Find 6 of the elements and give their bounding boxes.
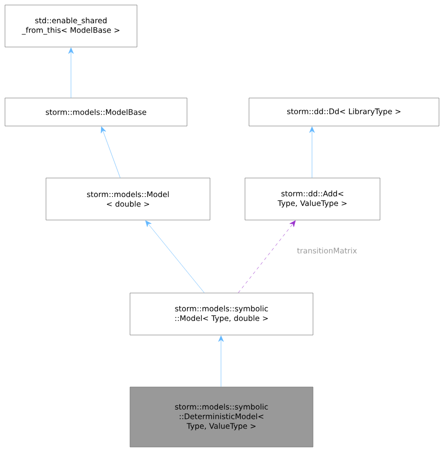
arrow [238, 220, 296, 293]
arrow [145, 220, 204, 293]
arrow [309, 126, 315, 178]
arrow [100, 126, 120, 178]
arrow [218, 336, 224, 387]
arrow [68, 48, 74, 98]
